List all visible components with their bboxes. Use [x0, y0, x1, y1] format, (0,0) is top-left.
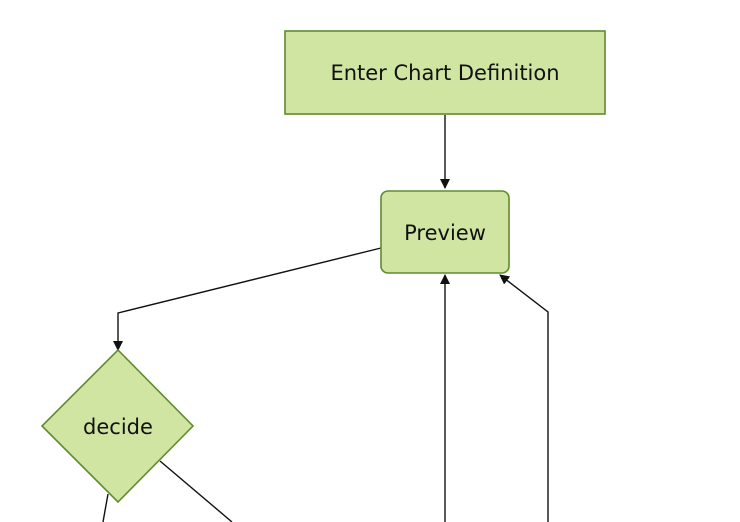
edges-layer — [102, 115, 549, 522]
enter-chart-definition-label: Enter Chart Definition — [330, 61, 559, 85]
edge-decide-to-lower-left — [102, 493, 109, 522]
node-preview[interactable]: Preview — [380, 190, 510, 274]
decide-label: decide — [83, 415, 153, 439]
enter-chart-definition-box — [284, 30, 606, 115]
edge-preview-to-decide — [113, 247, 382, 351]
node-enter-chart-definition[interactable]: Enter Chart Definition — [284, 30, 606, 115]
preview-label: Preview — [404, 221, 486, 245]
decide-diamond — [40, 348, 195, 504]
edge-decide-to-lower-middle — [159, 460, 233, 522]
preview-box — [380, 190, 510, 274]
edge-bottom-right-to-preview — [499, 274, 549, 522]
node-decide[interactable]: decide — [40, 348, 195, 504]
